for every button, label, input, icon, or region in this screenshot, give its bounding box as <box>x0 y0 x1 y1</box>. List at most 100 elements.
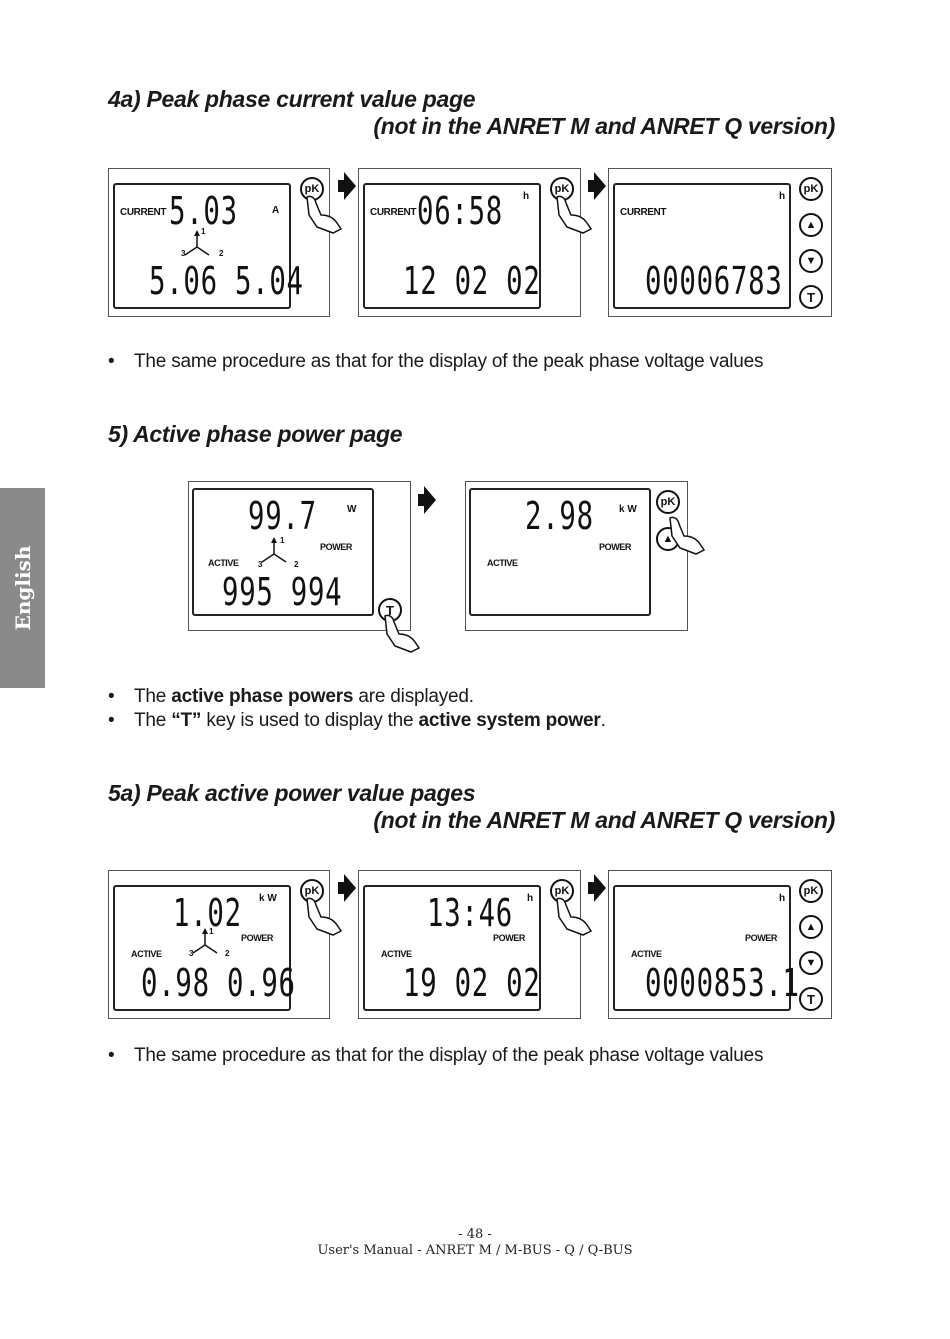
unit-label: h <box>527 893 534 904</box>
bullet-text: key is used to display the <box>201 710 419 731</box>
bullet-text: The same procedure as that for the displ… <box>134 351 764 372</box>
phase-symbol-icon <box>261 537 287 563</box>
bullet-bold-text: active phase powers <box>171 686 354 707</box>
active-label: ACTIVE <box>631 949 662 959</box>
top-value: 2.98 <box>525 494 594 538</box>
bullet-text: The <box>134 686 172 707</box>
unit-label: h <box>779 191 786 202</box>
pressing-hand-icon <box>669 516 706 555</box>
phase-1-label: 1 <box>209 927 214 936</box>
display-5a-3: h POWER ACTIVE 0000853.1 pK ▲ ▼ T <box>608 870 832 1019</box>
section-5-bullet-1: •The active phase powers are displayed. <box>108 686 474 707</box>
pk-button[interactable]: pK <box>799 177 823 201</box>
counter-value: 0000853.1 <box>645 961 800 1005</box>
current-label: CURRENT <box>370 207 417 218</box>
phase-3-label: 3 <box>258 560 263 569</box>
pressing-hand-icon <box>306 897 343 936</box>
manual-title: User's Manual - ANRET M / M-BUS - Q / Q-… <box>317 1243 633 1258</box>
display-4a-2: CURRENT 06:58 h 12 02 02 pK <box>358 168 593 317</box>
display-4a-1: CURRENT 5.03 A 1 3 2 5.06 5.04 pK <box>108 168 343 317</box>
section-5a-subtitle: (not in the ANRET M and ANRET Q version) <box>373 807 835 833</box>
lcd-screen: h POWER ACTIVE 0000853.1 <box>613 885 799 1011</box>
bullet-bold-text: “T” <box>171 710 202 731</box>
down-button[interactable]: ▼ <box>799 249 823 273</box>
time-value: 06:58 <box>417 189 503 233</box>
section-4a-subtitle: (not in the ANRET M and ANRET Q version) <box>373 113 835 139</box>
time-value: 13:46 <box>427 891 513 935</box>
phase-3-label: 3 <box>189 949 194 958</box>
display-5-1: 99.7 W 1 3 2 POWER ACTIVE 995 994 T <box>188 481 421 653</box>
lcd-screen: 13:46 h POWER ACTIVE 19 02 02 <box>363 885 541 1011</box>
phase-2-label: 2 <box>225 949 230 958</box>
next-arrow-icon <box>338 172 356 200</box>
phase-symbol-icon <box>184 230 210 256</box>
next-arrow-icon <box>418 486 436 514</box>
top-value: 5.03 <box>169 189 238 233</box>
bullet-text: The same procedure as that for the displ… <box>134 1045 764 1066</box>
section-4a-title: 4a) Peak phase current value page <box>108 86 476 112</box>
display-5a-2: 13:46 h POWER ACTIVE 19 02 02 pK <box>358 870 593 1019</box>
bottom-value: 0.98 0.96 <box>141 961 296 1005</box>
unit-label: W <box>347 504 357 515</box>
active-label: ACTIVE <box>131 949 162 959</box>
counter-value: 00006783 <box>645 259 783 303</box>
section-5a-bullet: •The same procedure as that for the disp… <box>108 1045 764 1066</box>
lcd-screen: 2.98 k W POWER ACTIVE <box>469 488 651 616</box>
phase-3-label: 3 <box>181 249 186 258</box>
pressing-hand-icon <box>556 195 593 234</box>
language-tab: English <box>0 488 45 688</box>
pressing-hand-icon <box>384 614 421 653</box>
bottom-value: 5.06 5.04 <box>149 259 304 303</box>
power-label: POWER <box>493 933 526 943</box>
unit-label: h <box>523 191 530 202</box>
section-5-bullet-2: •The “T” key is used to display the acti… <box>108 710 606 731</box>
display-4a-3: CURRENT h 00006783 pK ▲ ▼ T <box>608 168 832 317</box>
up-button[interactable]: ▲ <box>799 915 823 939</box>
section-5a-title: 5a) Peak active power value pages <box>108 780 476 806</box>
language-tab-label: English <box>10 545 35 631</box>
power-label: POWER <box>241 933 274 943</box>
page-number: - 48 - <box>458 1227 492 1242</box>
unit-label: A <box>272 205 280 216</box>
section-5-title: 5) Active phase power page <box>108 421 403 447</box>
lcd-screen: CURRENT 06:58 h 12 02 02 <box>363 183 541 309</box>
pk-button[interactable]: pK <box>656 490 680 514</box>
phase-1-label: 1 <box>201 227 206 236</box>
phase-symbol-icon <box>192 928 218 954</box>
down-button[interactable]: ▼ <box>799 951 823 975</box>
phase-2-label: 2 <box>219 249 224 258</box>
bullet-text: are displayed. <box>353 686 474 707</box>
next-arrow-icon <box>588 874 606 902</box>
section-4a-bullet: •The same procedure as that for the disp… <box>108 351 764 372</box>
bullet-text: . <box>600 710 606 731</box>
unit-label: k W <box>619 504 637 515</box>
lcd-screen: 1.02 k W 1 3 2 POWER ACTIVE 0.98 0.96 <box>113 885 295 1011</box>
pk-button[interactable]: pK <box>550 879 574 903</box>
bullet-bold-text: active system power <box>418 710 601 731</box>
display-5-2: 2.98 k W POWER ACTIVE pK ▲ <box>465 481 706 631</box>
t-button[interactable]: T <box>799 987 823 1011</box>
date-value: 12 02 02 <box>403 259 541 303</box>
power-label: POWER <box>599 542 632 552</box>
bottom-value: 995 994 <box>222 570 343 614</box>
pk-button[interactable]: pK <box>799 879 823 903</box>
current-label: CURRENT <box>120 207 167 218</box>
top-value: 1.02 <box>173 891 242 935</box>
next-arrow-icon <box>338 874 356 902</box>
active-label: ACTIVE <box>487 558 518 568</box>
lcd-screen: CURRENT h 00006783 <box>613 183 791 309</box>
top-value: 99.7 <box>248 494 317 538</box>
phase-2-label: 2 <box>294 560 299 569</box>
lcd-screen: 99.7 W 1 3 2 POWER ACTIVE 995 994 <box>192 488 374 616</box>
current-label: CURRENT <box>620 207 667 218</box>
pressing-hand-icon <box>556 897 593 936</box>
up-button[interactable]: ▲ <box>799 213 823 237</box>
bullet-text: The <box>134 710 172 731</box>
lcd-screen: CURRENT 5.03 A 1 3 2 5.06 5.04 <box>113 183 303 309</box>
active-label: ACTIVE <box>208 558 239 568</box>
power-label: POWER <box>745 933 778 943</box>
phase-1-label: 1 <box>280 536 285 545</box>
next-arrow-icon <box>588 172 606 200</box>
pressing-hand-icon <box>306 195 343 234</box>
t-button[interactable]: T <box>799 285 823 309</box>
